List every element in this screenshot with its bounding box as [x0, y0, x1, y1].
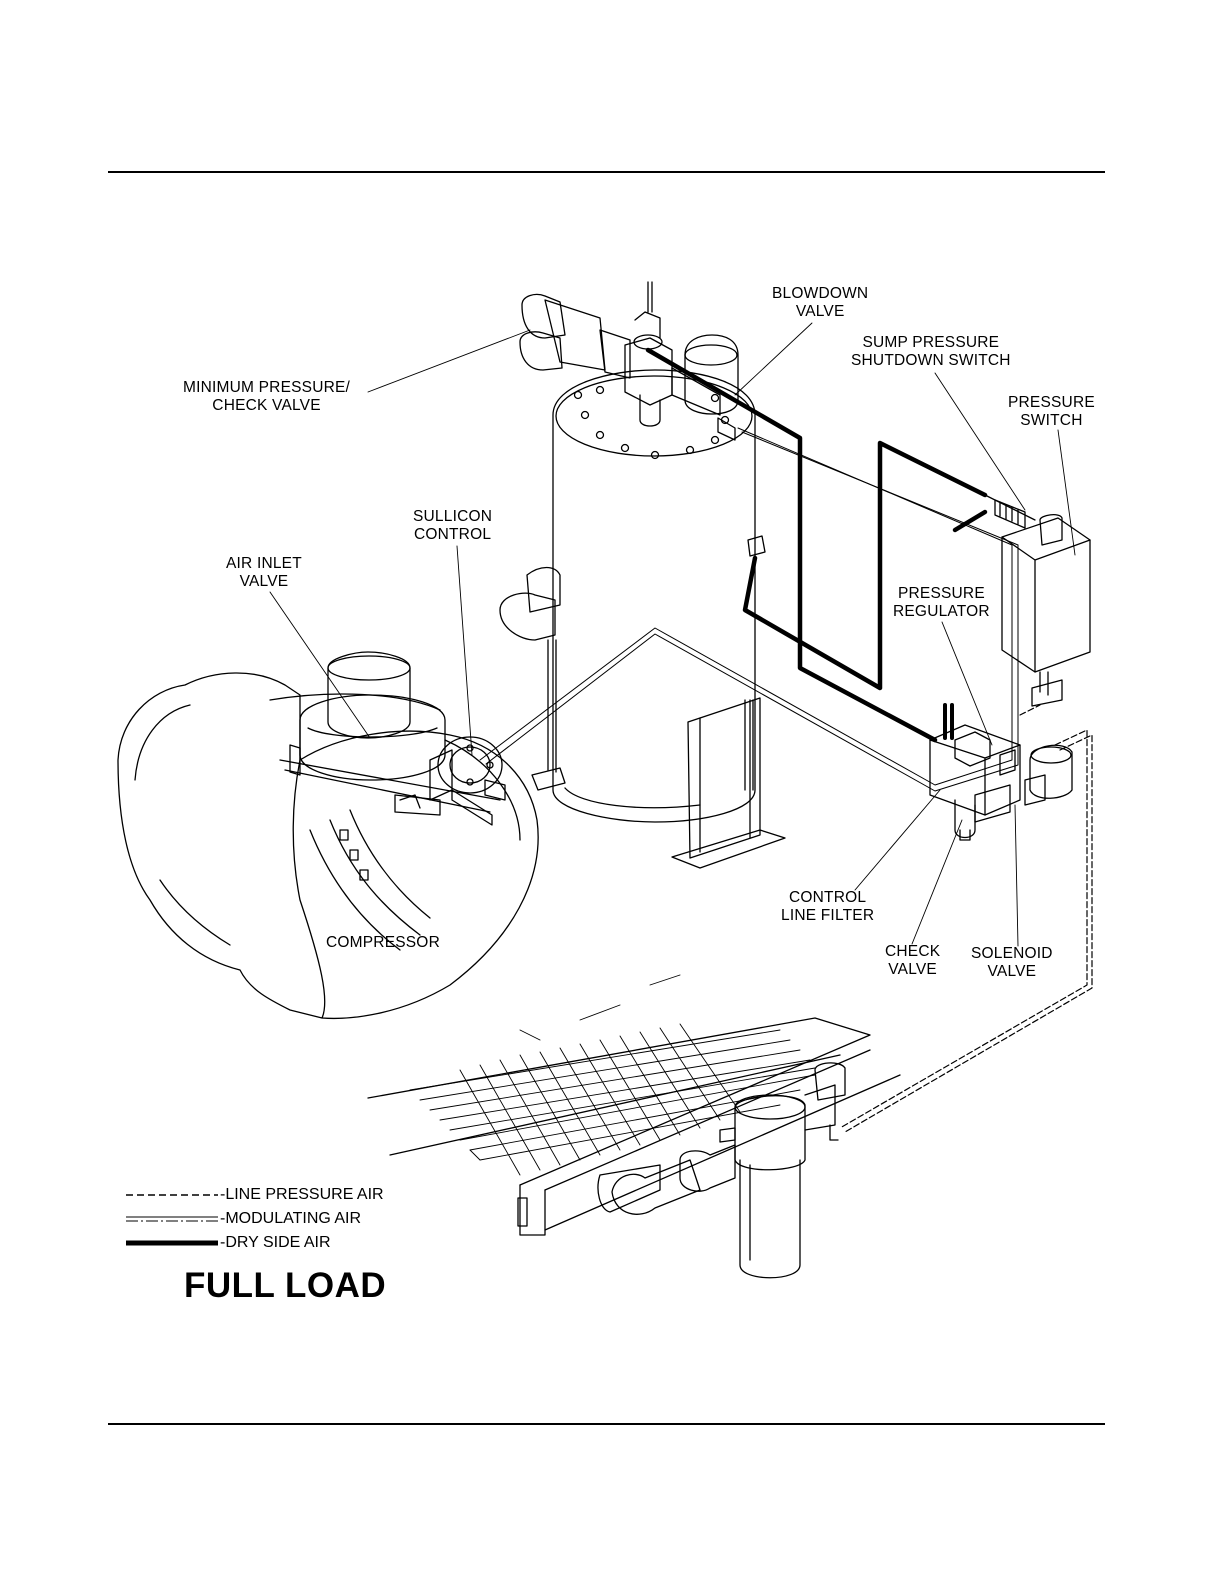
dry-side-air-line [648, 350, 985, 740]
label-sump-pressure-shutdown-switch: SUMP PRESSURE SHUTDOWN SWITCH [851, 334, 1011, 370]
legend-dry-side-air: -DRY SIDE AIR [126, 1232, 331, 1254]
label-blowdown-valve: BLOWDOWN VALVE [772, 285, 868, 321]
label-sullicon-control: SULLICON CONTROL [413, 508, 492, 544]
label-control-line-filter: CONTROL LINE FILTER [781, 889, 874, 925]
legend-swatch-dashed [126, 1190, 218, 1200]
label-pressure-regulator: PRESSURE REGULATOR [893, 585, 990, 621]
legend-modulating-air: -MODULATING AIR [126, 1208, 361, 1230]
leader-lines [270, 323, 1075, 946]
label-compressor: COMPRESSOR [326, 934, 440, 952]
label-minimum-pressure-check-valve: MINIMUM PRESSURE/ CHECK VALVE [183, 379, 350, 415]
label-check-valve: CHECK VALVE [885, 943, 940, 979]
legend-line-pressure-air: -LINE PRESSURE AIR [126, 1184, 384, 1206]
sump-tank [500, 370, 785, 868]
legend-swatch-heavy [126, 1238, 218, 1248]
pressure-regulator-block [930, 705, 1072, 840]
aftercooler [368, 975, 900, 1278]
label-solenoid-valve: SOLENOID VALVE [971, 945, 1053, 981]
legend-swatch-dash-dot-double [126, 1214, 218, 1224]
air-inlet-valve [280, 652, 500, 815]
line-pressure-air-line [840, 705, 1092, 1132]
label-air-inlet-valve: AIR INLET VALVE [226, 555, 302, 591]
diagram-title: FULL LOAD [184, 1266, 386, 1306]
label-pressure-switch: PRESSURE SWITCH [1008, 394, 1095, 430]
pressure-switch-box [985, 495, 1090, 706]
